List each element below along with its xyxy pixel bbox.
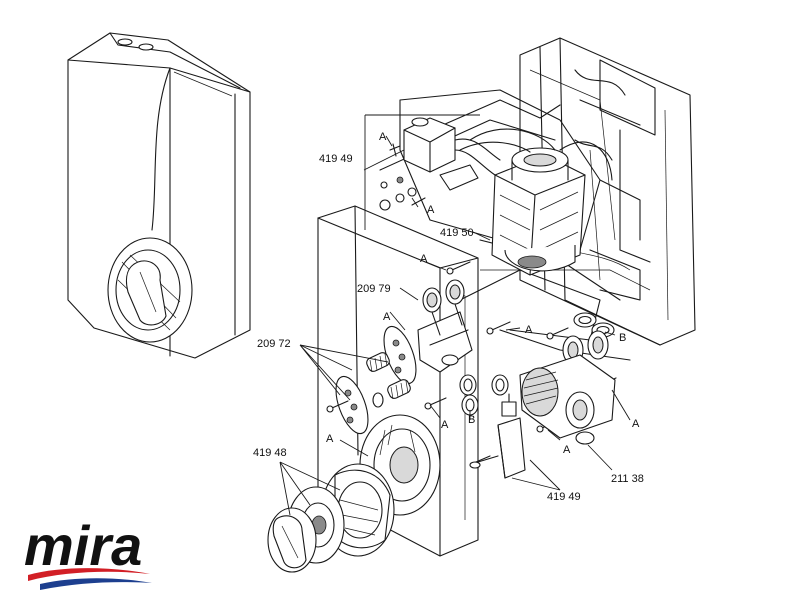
label-a-7: A <box>326 433 334 445</box>
filter-assembly <box>335 325 417 435</box>
solenoid-valve-top <box>379 117 501 211</box>
label-419-49-bottom: 419 49 <box>547 491 581 503</box>
knob-handle <box>267 507 317 573</box>
label-a-2: A <box>427 204 435 216</box>
mira-logo: mira <box>24 514 152 590</box>
assembled-shower-unit <box>67 32 251 359</box>
microswitch <box>477 393 526 479</box>
logo-swoosh-blue <box>40 578 152 590</box>
label-209-79: 209 79 <box>357 283 391 295</box>
label-a-4: A <box>383 311 391 323</box>
label-a-1: A <box>379 131 387 143</box>
logo-wordmark: mira <box>24 514 142 577</box>
label-419-48: 419 48 <box>253 447 287 459</box>
label-209-72: 209 72 <box>257 338 291 350</box>
label-a-9: A <box>632 418 640 430</box>
front-knob-parts <box>267 414 441 573</box>
label-a-3: A <box>420 253 428 265</box>
part-labels: 419 49 419 50 209 79 209 72 419 48 211 3… <box>253 131 644 503</box>
filter-spring-2 <box>387 379 411 400</box>
logo-swoosh-red <box>28 568 150 581</box>
label-a-6: A <box>441 419 449 431</box>
label-a-5: A <box>525 324 533 336</box>
label-211-38: 211 38 <box>611 473 644 485</box>
thermostatic-cartridge <box>519 330 616 445</box>
filter-spring-1 <box>366 352 390 373</box>
label-b-2: B <box>468 414 475 426</box>
label-b-1: B <box>619 332 626 344</box>
leader-lines <box>279 114 631 516</box>
label-419-49-top: 419 49 <box>319 153 353 165</box>
label-a-8: A <box>563 444 571 456</box>
pump-motor-assembly <box>459 128 613 276</box>
label-419-50: 419 50 <box>440 227 474 239</box>
knob-collar <box>321 463 395 557</box>
inlet-connector <box>417 279 473 373</box>
